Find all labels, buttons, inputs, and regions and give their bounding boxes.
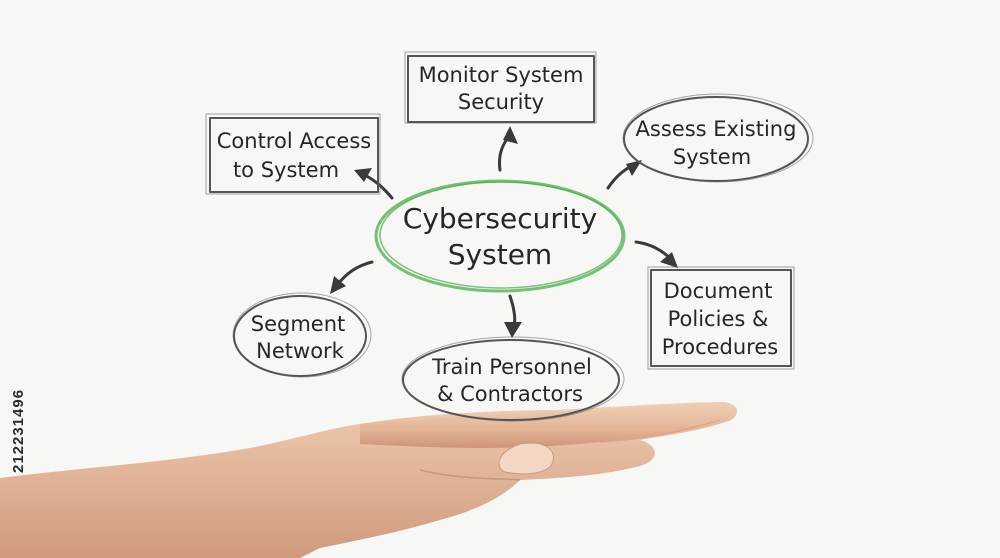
arrow-to-monitor: [498, 126, 518, 172]
monitor-label-line2: Security: [458, 90, 544, 114]
stock-id-watermark: 212231496: [10, 388, 27, 473]
hand-illustration: [0, 402, 737, 558]
arrow-to-segment: [330, 260, 374, 294]
assess-label-line2: System: [673, 145, 751, 169]
arrow-to-train: [504, 294, 522, 338]
segment-label-line1: Segment: [251, 312, 346, 336]
node-train-personnel: Train Personnel & Contractors: [401, 336, 625, 422]
arrow-to-assess: [606, 160, 642, 190]
center-label-line1: Cybersecurity: [403, 202, 597, 235]
control-label-line2: to System: [233, 158, 339, 182]
segment-label-line2: Network: [256, 339, 345, 363]
document-label-line3: Procedures: [662, 335, 778, 359]
center-label-line2: System: [448, 238, 552, 271]
node-control-access: Control Access to System: [205, 113, 381, 195]
document-label-line1: Document: [664, 279, 773, 303]
arrow-to-document: [634, 240, 678, 268]
center-node: Cybersecurity System: [374, 179, 626, 293]
node-document-policies: Document Policies & Procedures: [647, 266, 795, 370]
node-segment-network: Segment Network: [232, 292, 372, 378]
train-label-line1: Train Personnel: [431, 355, 592, 379]
document-label-line2: Policies &: [668, 307, 769, 331]
train-label-line2: & Contractors: [437, 382, 583, 406]
control-label-line1: Control Access: [217, 129, 371, 153]
node-monitor-system-security: Monitor System Security: [404, 51, 597, 124]
node-assess-existing: Assess Existing System: [622, 93, 814, 183]
monitor-label-line1: Monitor System: [419, 63, 584, 87]
assess-label-line1: Assess Existing: [636, 117, 797, 141]
